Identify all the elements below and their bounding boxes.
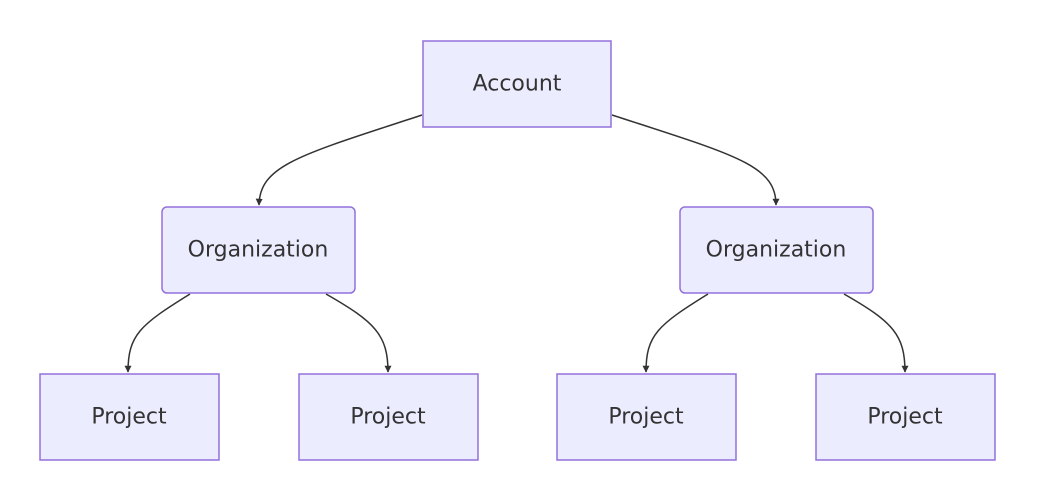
node-organization-left-box xyxy=(161,206,356,294)
node-project-3-box xyxy=(556,373,737,461)
edge-org-left-to-project-2 xyxy=(325,293,392,373)
node-project-4-box xyxy=(815,373,996,461)
node-project-2-box xyxy=(298,373,479,461)
node-organization-right: Organization xyxy=(679,206,874,294)
node-project-3-label: Project xyxy=(608,405,684,430)
node-account: Account xyxy=(422,40,612,128)
node-organization-right-label: Organization xyxy=(706,238,847,263)
node-project-1-box xyxy=(39,373,220,461)
node-project-2-label: Project xyxy=(350,405,426,430)
node-account-box xyxy=(422,40,612,128)
node-organization-left: Organization xyxy=(161,206,356,294)
node-project-1: Project xyxy=(39,373,220,461)
node-project-3: Project xyxy=(556,373,737,461)
node-organization-left-label: Organization xyxy=(188,238,329,263)
node-organization-right-box xyxy=(679,206,874,294)
edge-account-to-org-left xyxy=(255,114,423,206)
node-project-4: Project xyxy=(815,373,996,461)
edges xyxy=(124,114,909,373)
edge-org-right-to-project-4 xyxy=(843,293,909,373)
edge-org-left-to-project-1 xyxy=(124,293,191,373)
node-project-2: Project xyxy=(298,373,479,461)
node-account-label: Account xyxy=(473,72,562,97)
node-project-4-label: Project xyxy=(867,405,943,430)
edge-account-to-org-right xyxy=(611,114,780,206)
node-project-1-label: Project xyxy=(91,405,167,430)
edge-org-right-to-project-3 xyxy=(642,293,709,373)
